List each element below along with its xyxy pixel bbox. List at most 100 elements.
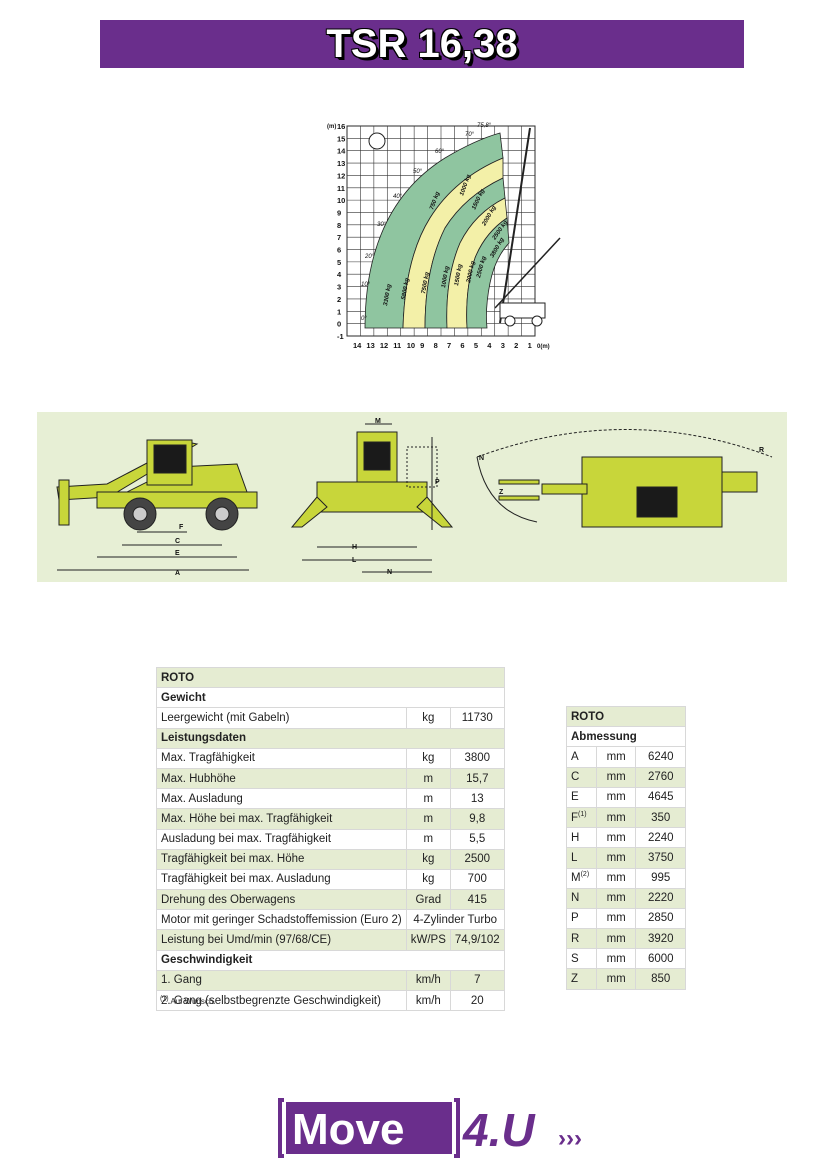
row-unit: m xyxy=(405,828,451,850)
section-title: Gewicht xyxy=(156,687,505,709)
dim-label: N xyxy=(479,455,484,462)
chart-boom xyxy=(499,127,531,324)
row-unit: mm xyxy=(595,766,637,788)
row-label: 2. Gang (selbstbegrenzte Geschwindigkeit… xyxy=(156,989,407,1012)
footnote-marker: (1) xyxy=(160,995,169,1003)
row-label: A xyxy=(566,746,597,768)
chart-load-label: 3300 kg xyxy=(383,283,393,306)
row-label: C xyxy=(566,766,597,788)
chart-load-label: 5800 kg xyxy=(401,277,411,300)
row-value: 2500 xyxy=(449,848,505,870)
row-label: H xyxy=(566,827,597,849)
chart-load-label: 7500 kg xyxy=(421,271,431,294)
chart-angle-label: 70° xyxy=(465,132,475,138)
dim-label: L xyxy=(352,557,357,564)
chart-x-tick: 7 xyxy=(447,341,451,350)
row-value: 2760 xyxy=(635,766,686,788)
chart-x-tick: 14 xyxy=(353,341,362,350)
row-unit: kg xyxy=(405,747,451,769)
chart-y-tick: 11 xyxy=(337,184,345,193)
chart-wheel xyxy=(531,315,543,327)
row-value: 13 xyxy=(449,788,505,810)
footnote: (1) Auf Wunsch. xyxy=(160,995,216,1006)
dimension-diagrams-svg: F C E A M H L N P xyxy=(56,418,773,577)
row-value: 11730 xyxy=(449,707,505,729)
chart-angle-label: 10° xyxy=(361,282,371,288)
row-label: F(1) xyxy=(566,806,597,829)
dim-label: P xyxy=(435,479,440,486)
chart-y-tick: 16 xyxy=(337,122,345,131)
row-label: M(2) xyxy=(566,867,597,889)
row-unit: mm xyxy=(595,786,637,808)
dim-label: R xyxy=(759,447,764,454)
row-label: Tragfähigkeit bei max. Ausladung xyxy=(156,868,407,891)
chart-y-tick: 0 xyxy=(337,320,341,329)
dim-label: C xyxy=(175,538,180,545)
table-row: ROTO xyxy=(156,666,505,689)
row-unit: m xyxy=(405,767,451,790)
chart-wheel xyxy=(504,315,516,327)
table-row: 2. Gang (selbstbegrenzte Geschwindigkeit… xyxy=(156,989,505,1012)
table-row: Geschwindigkeit xyxy=(156,949,505,971)
chart-zone-green-3 xyxy=(466,217,510,329)
row-unit: mm xyxy=(595,867,637,889)
footnote-text: Auf Wunsch. xyxy=(168,997,216,1006)
chart-x-tick: 11 xyxy=(393,341,401,350)
row-unit: kg xyxy=(405,868,451,891)
table-row: Motor mit geringer Schadstoffemission (E… xyxy=(156,909,505,931)
row-value: 2220 xyxy=(635,887,686,909)
dim-label: M xyxy=(375,418,381,425)
row-value: 350 xyxy=(635,806,686,829)
row-label: Ausladung bei max. Tragfähigkeit xyxy=(156,828,407,850)
chart-boom-low xyxy=(494,237,561,309)
row-value: 9,8 xyxy=(449,808,505,830)
dimension-diagrams: F C E A M H L N P xyxy=(37,412,787,582)
chart-angle-label: 20° xyxy=(364,254,375,260)
chart-load-label: 2500 kg xyxy=(476,255,488,279)
side-view xyxy=(56,439,258,571)
row-value: 74,9/102 xyxy=(449,929,505,951)
chart-x-unit: 0(m) xyxy=(537,344,550,350)
page-title: TSR 16,38 xyxy=(326,21,518,66)
chart-y-unit: (m) xyxy=(327,124,336,130)
row-unit: kW/PS xyxy=(405,929,451,951)
row-unit: mm xyxy=(595,887,637,909)
table-heading: ROTO xyxy=(566,705,686,728)
row-value: 6000 xyxy=(635,948,686,970)
dim-label: N xyxy=(387,569,392,576)
table-row: Leistungsdaten xyxy=(156,727,505,749)
row-unit: kg xyxy=(405,707,451,729)
dim-label: H xyxy=(352,544,357,551)
chart-y-tick: 5 xyxy=(337,258,341,267)
chart-y-tick: 1 xyxy=(337,307,341,316)
row-unit: mm xyxy=(595,948,637,970)
chart-load-label: 2000 kg xyxy=(466,260,477,284)
dim-label: A xyxy=(175,570,180,577)
chart-y-tick: 9 xyxy=(337,208,341,217)
row-unit: km/h xyxy=(405,969,451,992)
dim-label: E xyxy=(175,550,180,557)
chart-y-tick: 15 xyxy=(337,134,345,143)
chart-y-tick: -1 xyxy=(337,332,344,341)
row-unit: m xyxy=(405,808,451,830)
row-value: 995 xyxy=(635,867,686,889)
logo-word-4u: 4.U xyxy=(462,1104,536,1156)
row-value: 5,5 xyxy=(449,828,505,850)
